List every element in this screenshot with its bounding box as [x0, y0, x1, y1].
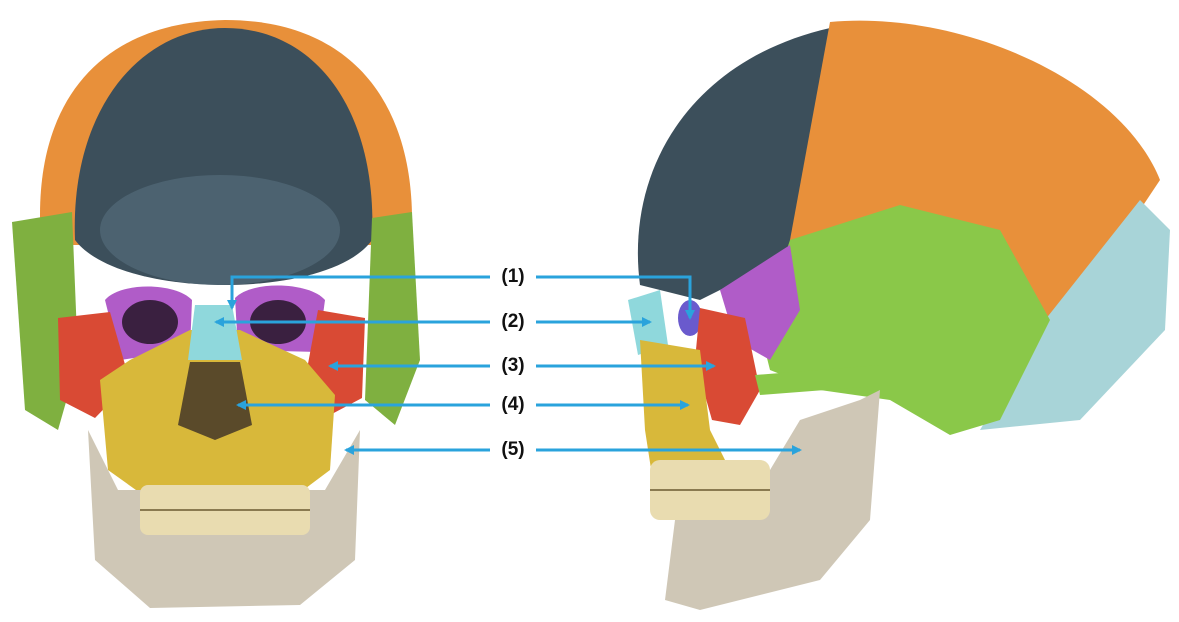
label-3: (3) — [483, 355, 543, 377]
label-2: (2) — [483, 311, 543, 333]
frontal-nasal-cavity — [178, 362, 252, 440]
label-5: (5) — [483, 439, 543, 461]
label-4: (4) — [483, 394, 543, 416]
lateral-skull-view — [628, 21, 1170, 610]
frontal-skull-view — [12, 20, 420, 608]
frontal-temporal-right — [365, 212, 420, 425]
label-1: (1) — [483, 266, 543, 288]
frontal-nasal-bone — [188, 305, 242, 360]
